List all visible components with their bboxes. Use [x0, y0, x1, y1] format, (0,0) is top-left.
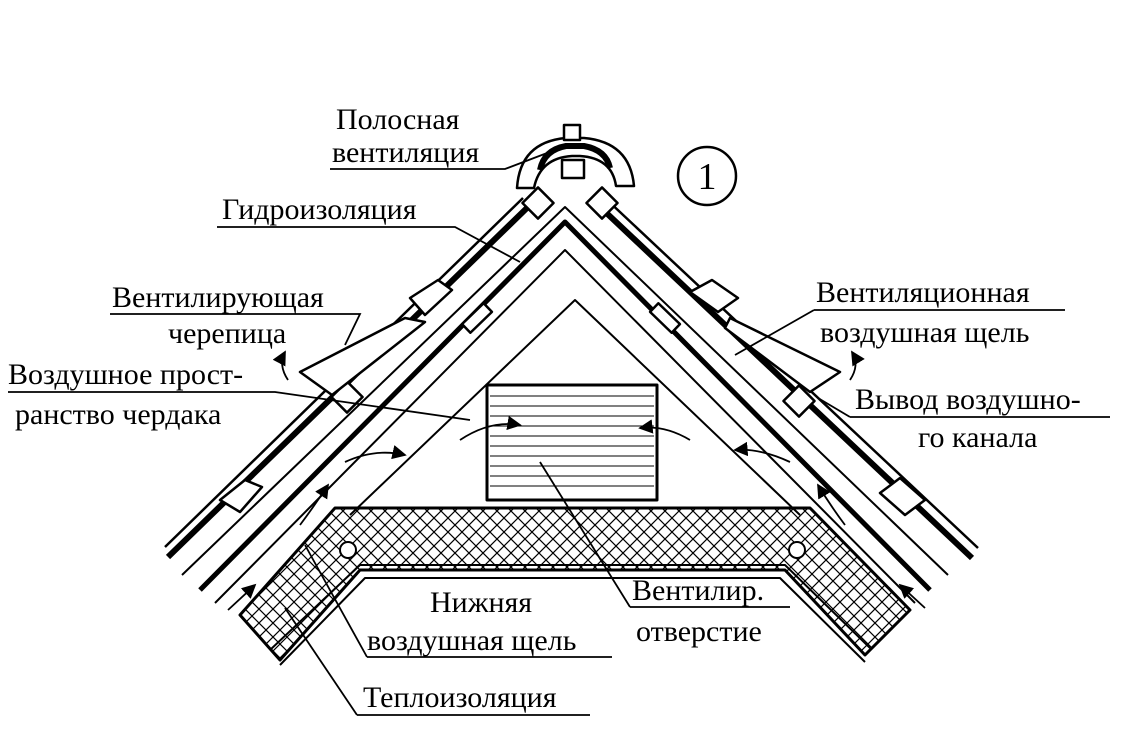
label-attic-space-2: ранство чердака: [15, 398, 221, 431]
labels: Полосная вентиляция Гидроизоляция Вентил…: [8, 103, 1081, 714]
corner-node: [788, 541, 806, 559]
callout-circle: [676, 145, 738, 207]
ceiling-line: [269, 564, 871, 651]
label-lower-gap-2: воздушная щель: [367, 624, 576, 657]
ridge-batten: [560, 158, 586, 180]
leader-vent-tile: [110, 313, 362, 346]
ridge-batten: [562, 123, 582, 142]
airflow-arrow: [227, 583, 257, 611]
airflow-arrow: [638, 419, 691, 441]
leader-vent-gap: [734, 309, 1065, 356]
label-ventilating-tile-2: черепица: [168, 317, 286, 350]
label-insulation: Теплоизоляция: [363, 681, 557, 714]
label-ventilation-gap-2: воздушная щель: [820, 316, 1029, 349]
leader-lower-gap: [304, 544, 612, 658]
roof-tile-layer: [165, 202, 975, 561]
label-attic-space-1: Воздушное прост-: [8, 358, 243, 391]
batten: [460, 302, 494, 334]
airflow-arrow: [817, 483, 846, 526]
airflow-arrow: [344, 445, 407, 463]
ventilating-tile-left: [298, 316, 427, 397]
insulation-layer: [238, 506, 912, 662]
ventilation-opening-box: [485, 383, 659, 502]
inner-sheathing: [198, 219, 932, 592]
ridge-vent-strip: [537, 143, 613, 171]
waterproofing-membrane: [181, 206, 949, 576]
tile-step: [688, 278, 927, 517]
airflow-arrows: [227, 350, 926, 611]
label-vent-opening-1: Вентилир.: [632, 574, 764, 607]
leader-strip-vent: [330, 149, 556, 170]
label-ventilating-tile-1: Вентилирующая: [112, 281, 324, 314]
leader-vent-opening: [539, 461, 790, 608]
ceiling-line: [279, 577, 866, 666]
label-lower-gap-1: Нижняя: [430, 586, 532, 619]
batten: [648, 302, 682, 334]
ventilating-tile-right: [723, 316, 842, 394]
leader-duct-outlet: [817, 397, 1110, 418]
leader-attic-space: [8, 391, 471, 421]
callout-number: 1: [698, 156, 717, 198]
airflow-arrow: [849, 350, 865, 381]
label-waterproofing: Гидроизоляция: [222, 193, 417, 226]
tile-step: [218, 278, 454, 514]
airflow-arrow: [272, 350, 289, 381]
batten: [585, 186, 619, 220]
leader-insulation: [284, 607, 590, 716]
leader-waterproofing: [217, 226, 521, 263]
airflow-arrow: [299, 483, 329, 526]
label-vent-opening-2: отверстие: [636, 615, 762, 648]
batten: [782, 384, 816, 418]
airflow-arrow: [459, 415, 522, 441]
batten: [521, 186, 555, 220]
airflow-arrow: [898, 583, 926, 609]
label-ventilation-gap-1: Вентиляционная: [816, 276, 1030, 309]
label-duct-outlet-1: Вывод воздушно-: [855, 383, 1081, 416]
corner-node: [339, 541, 357, 559]
label-strip-ventilation-2: вентиляция: [332, 136, 479, 169]
label-duct-outlet-2: го канала: [918, 421, 1037, 454]
leader-lines: [8, 149, 1110, 716]
ridge-cap: [515, 136, 636, 190]
rafter-line: [214, 249, 916, 604]
roof-structure: [164, 123, 979, 666]
ventilation-opening-hatch: [490, 395, 654, 487]
label-strip-ventilation-1: Полосная: [336, 103, 460, 136]
attic-triangle: [349, 299, 801, 516]
airflow-arrow: [733, 441, 791, 463]
